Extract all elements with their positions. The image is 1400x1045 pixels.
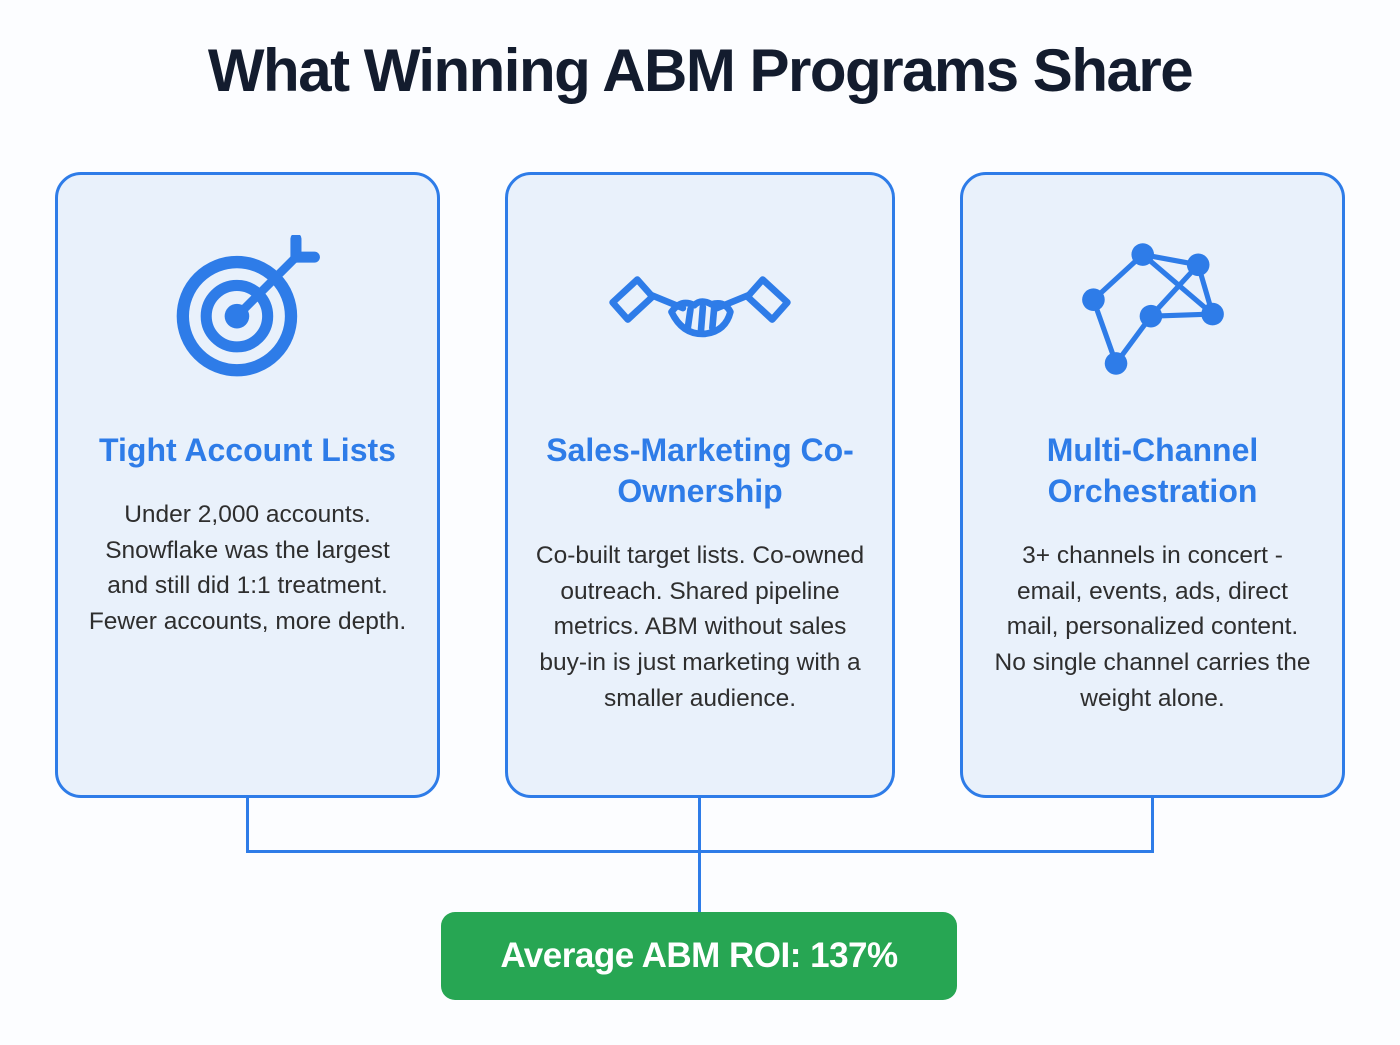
card-body: Under 2,000 accounts. Snowflake was the … <box>88 500 407 636</box>
roi-badge: Average ABM ROI: 137% <box>441 912 957 1000</box>
card-multi-channel-orchestration: Multi-Channel Orchestration 3+ channels … <box>960 172 1345 798</box>
card-body: 3+ channels in concert - email, events, … <box>994 541 1311 712</box>
card-body: Co-built target lists. Co-owned outreach… <box>535 541 865 712</box>
connector-center-vertical <box>698 796 701 916</box>
handshake-icon <box>605 227 795 392</box>
connector-left-vertical <box>246 796 249 853</box>
target-icon <box>173 227 323 392</box>
card-tight-account-lists: Tight Account Lists Under 2,000 accounts… <box>55 172 440 798</box>
page-title: What Winning ABM Programs Share <box>207 37 1194 104</box>
connector-right-vertical <box>1151 796 1154 853</box>
card-heading: Sales-Marketing Co-Ownership <box>546 432 854 509</box>
card-sales-marketing-co-ownership: Sales-Marketing Co-Ownership Co-built ta… <box>505 172 895 798</box>
card-heading: Multi-Channel Orchestration <box>1046 432 1259 509</box>
card-heading: Tight Account Lists <box>99 432 396 468</box>
network-icon <box>1077 227 1229 392</box>
